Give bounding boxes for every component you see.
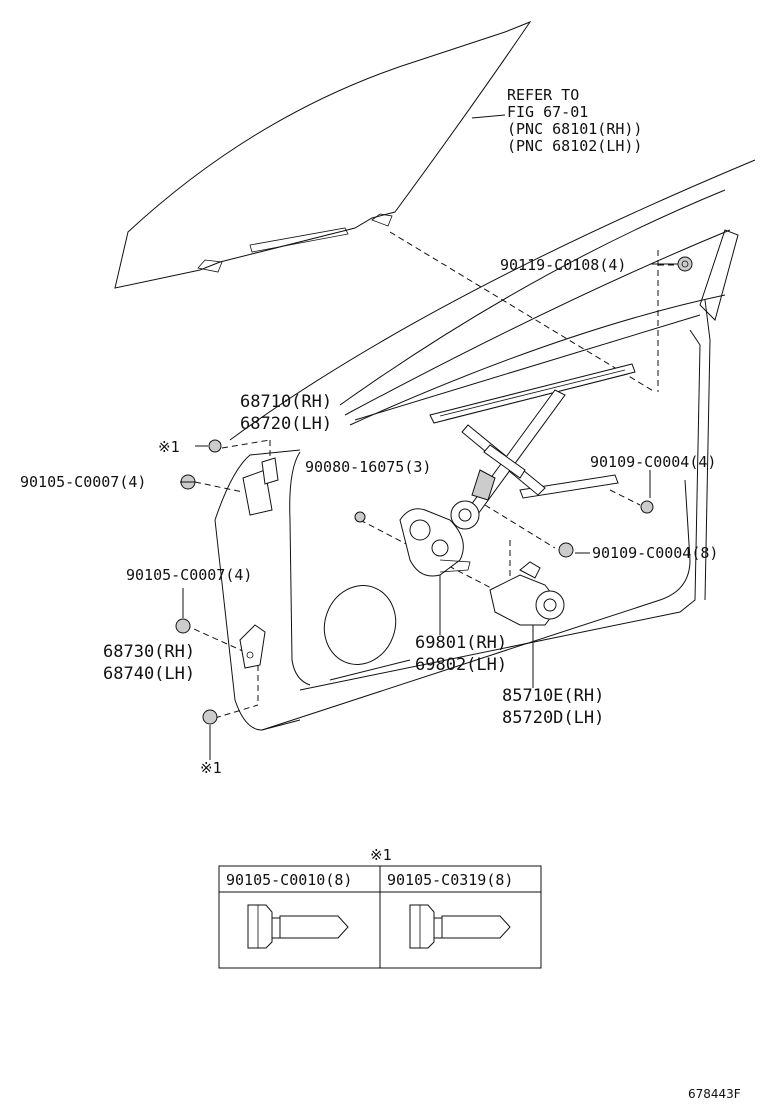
- bolt-icon: [175, 618, 191, 634]
- label-90119-c0108: 90119-C0108(4): [500, 256, 626, 274]
- door-frame: [229, 159, 756, 691]
- bolt-flange-icon: [409, 904, 511, 949]
- label-85710e-rh: 85710E(RH): [502, 686, 604, 706]
- bolt-icon: [208, 439, 222, 453]
- label-90105-c0007-mid: 90105-C0007(4): [126, 566, 252, 584]
- label-68720-lh: 68720(LH): [240, 414, 332, 434]
- label-90105-c0007-top: 90105-C0007(4): [20, 473, 146, 491]
- ref-note-line1: REFER TO: [507, 86, 579, 104]
- window-regulator: [429, 363, 636, 530]
- label-90080-16075: 90080-16075(3): [305, 458, 431, 476]
- label-85720d-lh: 85720D(LH): [502, 708, 604, 728]
- bolt-icon: [640, 500, 654, 514]
- label-68730-rh: 68730(RH): [103, 642, 195, 662]
- door-glass: [114, 20, 532, 289]
- bolt-icon: [202, 709, 218, 725]
- ref-leader: [471, 114, 506, 119]
- label-mark1-bottom: ※1: [200, 759, 222, 777]
- label-68740-lh: 68740(LH): [103, 664, 195, 684]
- table-col1-header: 90105-C0010(8): [226, 871, 352, 889]
- label-90109-c0004-8: 90109-C0004(8): [592, 544, 718, 562]
- bolt-icon: [677, 256, 693, 272]
- regulator-motor: [399, 508, 565, 626]
- bolt-icons: [175, 256, 693, 725]
- label-90109-c0004-4: 90109-C0004(4): [590, 453, 716, 471]
- bolt-table: ※1 90105-C0010(8) 90105-C0319(8): [218, 846, 542, 969]
- table-col2-header: 90105-C0319(8): [387, 871, 513, 889]
- hinge-upper: [242, 457, 279, 516]
- label-69802-lh: 69802(LH): [415, 655, 507, 675]
- bolt-icon: [354, 511, 366, 523]
- label-leaders: [180, 263, 678, 760]
- bolt-icon: [558, 542, 574, 558]
- dashed-leaders: [184, 231, 675, 719]
- hinge-lower: [239, 624, 266, 669]
- bolt-flange-icon: [247, 904, 349, 949]
- label-68710-rh: 68710(RH): [240, 392, 332, 412]
- ref-note-line2: FIG 67-01: [507, 103, 588, 121]
- table-mark: ※1: [370, 846, 392, 864]
- label-69801-rh: 69801(RH): [415, 633, 507, 653]
- label-mark1-top: ※1: [158, 438, 180, 456]
- ref-note-line3: (PNC 68101(RH)): [507, 120, 642, 138]
- door-panel-outline: [214, 449, 691, 731]
- ref-note-line4: (PNC 68102(LH)): [507, 137, 642, 155]
- figure-id: 678443F: [688, 1087, 741, 1101]
